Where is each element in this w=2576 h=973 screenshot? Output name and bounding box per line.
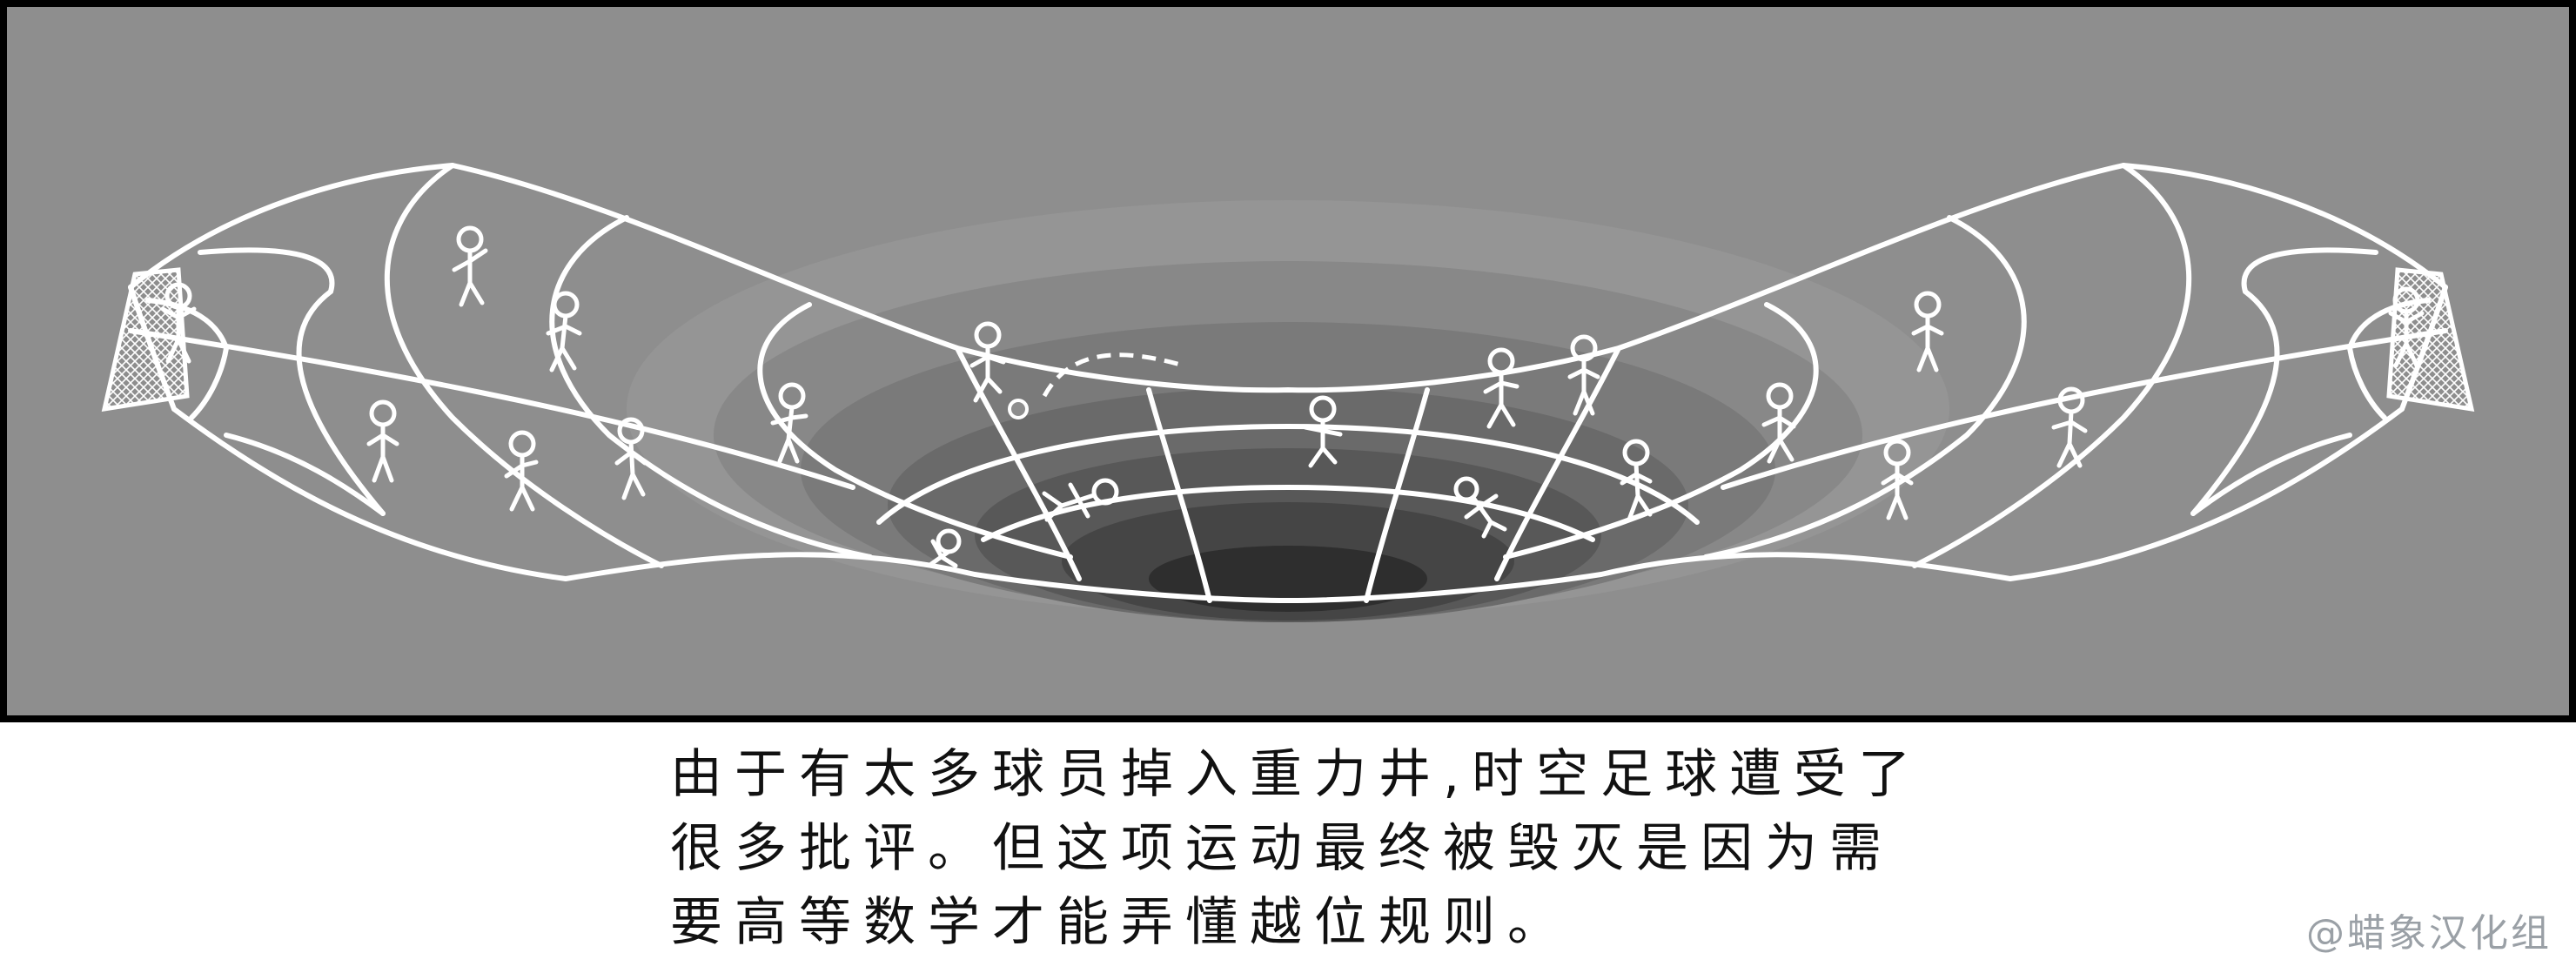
player [1567,334,1600,416]
ball-trajectory [1042,352,1184,398]
player [452,225,488,307]
goal-net-icon [2386,267,2475,413]
player-falling [929,528,962,568]
player-kicking [969,321,1006,403]
player-tumbling [1453,476,1507,539]
caption-line-3: 要高等数学才能弄懂越位规则。 [670,892,1572,953]
caption-line-1: 由于有太多球员掉入重力井,时空足球遭受了 [670,744,1923,805]
player-goalkeeper-right [2388,286,2425,368]
comic-caption: 由于有太多球员掉入重力井,时空足球遭受了 很多批评。但这项运动最终被毁灭是因为需… [670,738,1932,960]
player [2051,386,2088,468]
goal-net-icon [101,267,190,413]
player [770,382,808,464]
player [1303,395,1343,468]
soccer-ball-icon [1008,399,1029,419]
player [366,399,399,483]
player [1483,347,1519,429]
player [614,417,647,500]
player [504,430,539,512]
player-goalkeeper-left [160,282,197,364]
player [1911,291,1944,372]
players [160,225,2425,568]
comic-panel [0,0,2576,722]
warped-pitch-lines [128,163,2448,603]
player [1881,439,1914,520]
translator-credit: @蜡象汉化组 [2306,911,2552,956]
player [1620,439,1653,522]
caption-line-2: 很多批评。但这项运动最终被毁灭是因为需 [670,818,1894,879]
player-fallen [1042,478,1119,522]
gravity-well [627,200,1949,622]
player [1761,382,1796,464]
player [546,291,582,372]
